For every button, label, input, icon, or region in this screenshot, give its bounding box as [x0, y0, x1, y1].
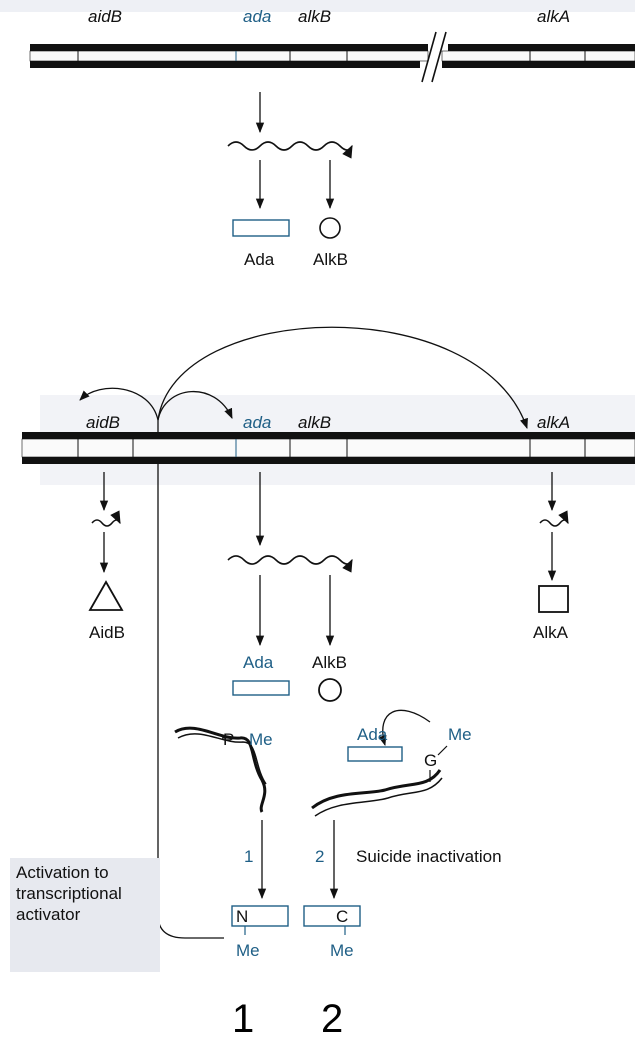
activation-arrow-aidb [79, 387, 159, 421]
phosphate-label: P [223, 730, 234, 749]
activation-arrow-ada [157, 390, 233, 421]
alka-square [538, 585, 569, 613]
top-gene-alka: alkA [537, 7, 570, 26]
bottom-alkb-circle [318, 678, 342, 702]
top-ada-box [232, 219, 290, 237]
bottom-protein-ada: Ada [243, 653, 274, 672]
ada-n-label: N [236, 907, 248, 926]
bottom-protein-alka: AlkA [533, 623, 569, 642]
guanine-label: G [424, 751, 437, 770]
alka-mrna [539, 510, 569, 527]
bottom-gene-alkb: alkB [298, 413, 331, 432]
methyl-transfer-arrow [378, 709, 431, 747]
feedback-loop-line [157, 420, 224, 939]
bottom-dna [21, 432, 635, 464]
footer-label-1: 1 [232, 997, 254, 1037]
bottom-protein-aidb: AidB [89, 623, 125, 642]
dna-break-mark [421, 31, 437, 83]
ada-alkb-mrna [227, 555, 353, 573]
aidb-mrna [91, 510, 121, 527]
bottom-gene-alka: alkA [537, 413, 570, 432]
phosphate-methyl-label: Me [249, 730, 273, 749]
top-mrna [227, 141, 353, 159]
top-alkb-circle [319, 217, 341, 239]
top-gene-ada: ada [243, 7, 271, 26]
bottom-gene-ada: ada [243, 413, 271, 432]
guanine-methyl-label: Me [448, 725, 472, 744]
bottom-protein-alkb: AlkB [312, 653, 347, 672]
bottom-ada-box [232, 680, 290, 696]
suicide-inactivation-label: Suicide inactivation [356, 847, 502, 866]
bottom-gene-aidb: aidB [86, 413, 120, 432]
top-protein-ada: Ada [244, 250, 275, 269]
pathway-label-2: 2 [315, 847, 324, 866]
activation-note: Activation to transcriptional activator [10, 858, 160, 972]
ada-bound-label: Ada [357, 725, 388, 744]
aidb-triangle [88, 580, 124, 611]
top-gene-alkb: alkB [298, 7, 331, 26]
ada-c-methyl: Me [330, 941, 354, 960]
ada-bound-box [347, 746, 403, 762]
top-protein-alkb: AlkB [313, 250, 348, 269]
ada-c-domain-box [303, 905, 361, 927]
footer-label-2: 2 [321, 997, 343, 1037]
activation-arrow-alka [157, 326, 528, 429]
dna-strand-guanine [311, 769, 442, 810]
top-dna [29, 31, 635, 83]
pathway-label-1: 1 [244, 847, 253, 866]
dna-strand-phosphate [174, 726, 267, 813]
ada-n-domain-box [231, 905, 289, 927]
ada-c-label: C [336, 907, 348, 926]
ada-n-methyl: Me [236, 941, 260, 960]
top-gene-aidb: aidB [88, 7, 122, 26]
top-shade [0, 0, 635, 12]
